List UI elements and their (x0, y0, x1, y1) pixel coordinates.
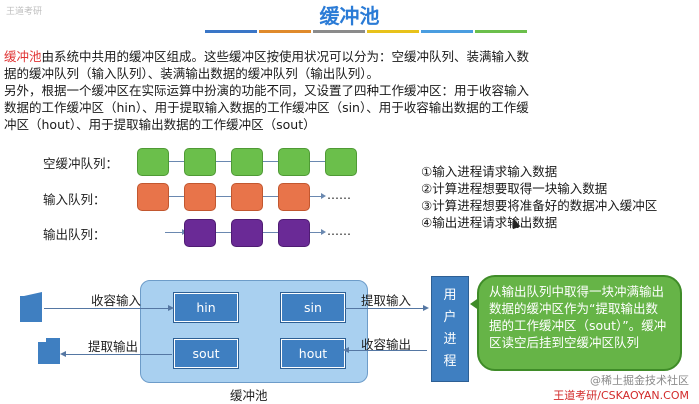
extract-output-arrow (60, 351, 172, 357)
queue-arrow (310, 229, 326, 235)
extract-input-label: 提取输入 (361, 293, 412, 308)
paragraph-line-3: 另外，根据一个缓冲区在实际运算中扮演的功能不同，又设置了四种工作缓冲区：用于收容… (4, 83, 530, 98)
step-2: ②计算进程想要取得一块输入数据 (421, 181, 608, 196)
sin-buffer: sin (281, 293, 345, 322)
title-color-bar-3 (313, 30, 365, 33)
title-color-bar-6 (475, 30, 527, 33)
empty-buffer-5 (325, 148, 357, 176)
explanation-callout: 从输出队列中取得一块冲满输出数据的缓冲区作为“提取输出数据的工作缓冲区（sout… (477, 275, 682, 371)
empty-buffer-1 (137, 148, 169, 176)
process-char-3: 进 (443, 332, 457, 347)
paragraph-line-5: 冲区（hout）、用于提取输出数据的工作缓冲区（sout） (4, 117, 316, 132)
paragraph-line-4: 数据的工作缓冲区（hin）、用于提取输入数据的工作缓冲区（sin）、用于收容输出… (4, 100, 529, 115)
paragraph-line-1: 缓冲池由系统中共用的缓冲区组成。这些缓冲区按使用状况可以分为：空缓冲队列、装满输… (4, 48, 529, 66)
step-4: ④输出进程请求输出数据 (421, 215, 558, 230)
output-buffer-3 (278, 219, 310, 247)
step-1: ①输入进程请求输入数据 (421, 164, 558, 179)
output-device-icon (38, 338, 60, 364)
title-color-bar-5 (421, 30, 473, 33)
process-char-1: 用 (443, 288, 457, 303)
watermark-cskaoyan: 王道考研/CSKAOYAN.COM (553, 389, 689, 402)
input-buffer-3 (231, 183, 263, 211)
input-queue-ellipsis: …… (327, 188, 351, 202)
empty-buffer-3 (231, 148, 263, 176)
callout-tail (470, 297, 480, 311)
input-device-icon (20, 292, 42, 322)
step-3: ③计算进程想要将准备好的数据冲入缓冲区 (421, 198, 658, 213)
input-buffer-4 (278, 183, 310, 211)
page-title: 缓冲池 (319, 4, 380, 28)
extract-output-label: 提取输出 (88, 339, 139, 354)
sout-buffer: sout (174, 339, 238, 368)
extract-input-arrow (345, 305, 429, 311)
highlight-term: 缓冲池 (4, 49, 42, 64)
process-char-4: 程 (443, 354, 457, 369)
input-buffer-1 (137, 183, 169, 211)
queue-arrow (165, 229, 187, 235)
collect-output-arrow (343, 347, 427, 353)
collect-input-label: 收容输入 (91, 293, 142, 308)
title-color-bar-1 (205, 30, 257, 33)
collect-input-arrow (44, 305, 174, 311)
hin-buffer: hin (174, 293, 238, 322)
title-color-bar-4 (367, 30, 419, 33)
user-process-box: 用 户 进 程 (431, 276, 469, 382)
empty-queue-label: 空缓冲队列： (43, 156, 119, 171)
watermark-juejin: @稀土掘金技术社区 (590, 374, 689, 387)
output-queue-ellipsis: …… (327, 224, 351, 238)
empty-buffer-4 (278, 148, 310, 176)
logo: 王道考研 (6, 7, 43, 17)
empty-buffer-2 (184, 148, 216, 176)
output-buffer-1 (184, 219, 216, 247)
buffer-pool-label: 缓冲池 (230, 388, 268, 403)
process-char-2: 户 (443, 310, 457, 325)
input-buffer-2 (184, 183, 216, 211)
collect-output-label: 收容输出 (361, 337, 412, 352)
output-queue-label: 输出队列： (43, 227, 106, 242)
input-queue-label: 输入队列： (43, 192, 106, 207)
paragraph-line-1-text: 由系统中共用的缓冲区组成。这些缓冲区按使用状况可以分为：空缓冲队列、装满输入数 (41, 49, 530, 64)
hout-buffer: hout (281, 339, 345, 368)
output-buffer-2 (231, 219, 263, 247)
title-color-bar-2 (259, 30, 311, 33)
paragraph-line-2: 据的缓冲队列（输入队列）、装满输出数据的缓冲队列（输出队列）。 (4, 66, 380, 81)
queue-arrow (310, 193, 326, 199)
